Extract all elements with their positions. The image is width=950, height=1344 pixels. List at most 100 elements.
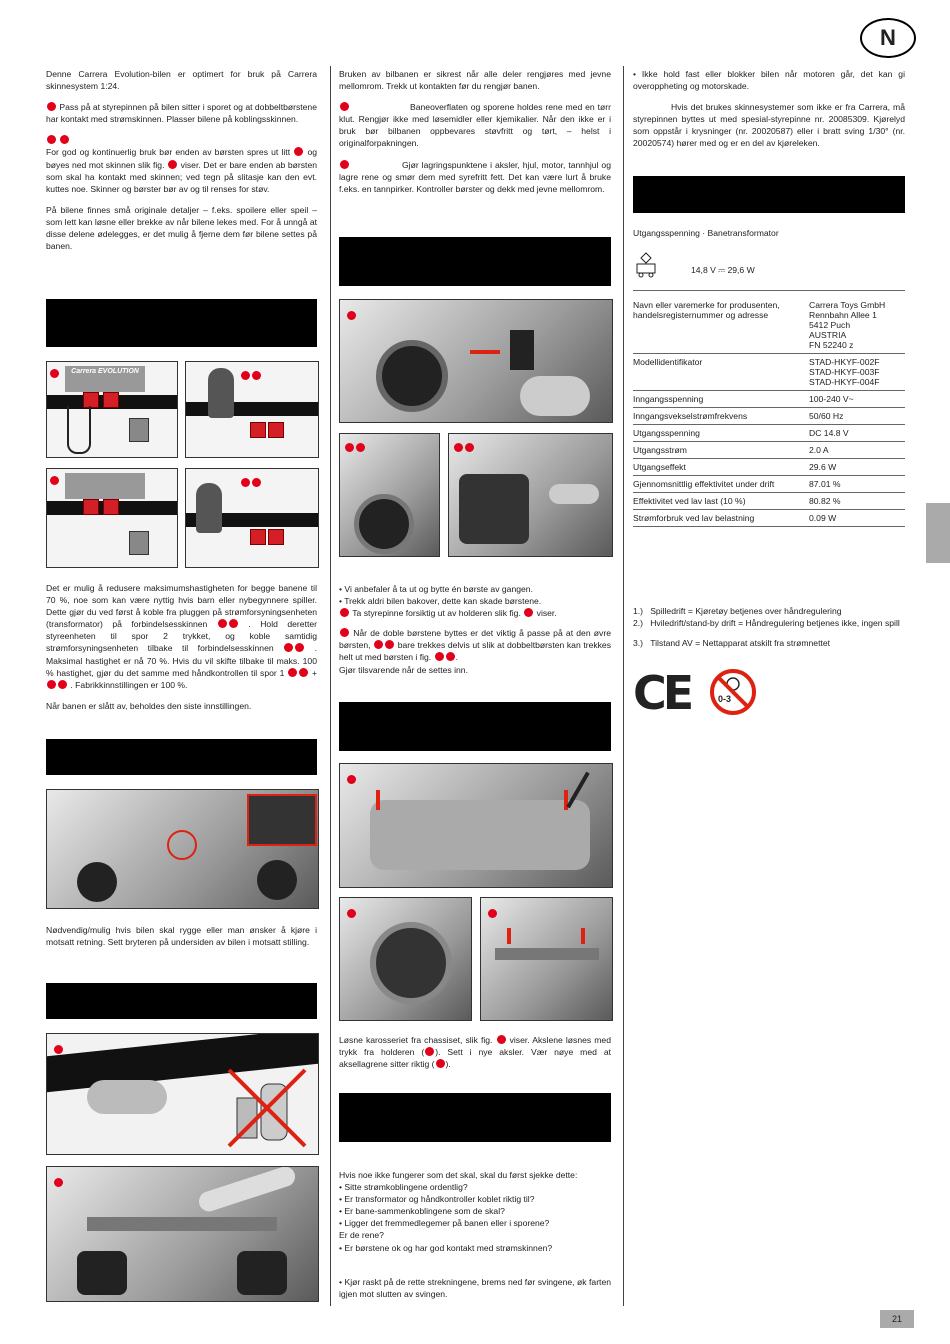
plug-icon [268,529,284,545]
wheel-icon [370,922,452,1004]
section-header-bar [339,702,611,751]
plug-icon [83,392,99,408]
troubleshooting-item: Er de rene? [339,1230,384,1241]
section-header-bar [46,299,317,347]
brush-text-c: viser. Det er bare enden ab børsten som … [46,159,317,194]
brush-bullet-2: • Trekk aldri bilen bakover, dette kan s… [339,596,542,607]
spec-row: Utgangsspenning DC 14.8 V [633,425,905,442]
brush-bullet-3-end: viser. [536,608,557,619]
figure-marker [53,1040,64,1058]
spec-key: Inngangsvekselstrømfrekvens [633,411,748,421]
figure-marker [346,306,357,324]
figure-reverse-switch [46,789,319,909]
spec-row: Inngangsspenning 100-240 V~ [633,391,905,408]
figure-marker [487,904,498,922]
spec-key: Utgangseffekt [633,462,686,472]
figure-markers [240,366,262,384]
cable-icon [67,406,91,454]
transformer-icon [636,252,656,278]
maintenance-intro: Bruken av bilbanen er sikrest når alle d… [339,69,611,92]
figure-guide-pin-removal [339,299,613,423]
page-number-box: 21 [880,1310,914,1328]
output-voltage-label: Utgangsspenning · Banetransformator [633,228,779,238]
lubrication-paragraph: Gjør lagringspunktene i aksler, hjul, mo… [339,159,611,195]
footnote-3: 3.) Tilstand AV = Nettapparat atskilt fr… [633,638,831,648]
figure-track-connection-4 [185,468,319,568]
maintenance-text: Bruken av bilbanen er sikrest når alle d… [339,68,611,204]
age-label: 0-3 [718,694,732,704]
troubleshooting-item: • Sitte strømkoblingene ordentlig? [339,1182,468,1193]
footnote-2: 2.) Hviledrift/stand-by drift = Håndregu… [633,618,900,628]
axle-text-d: ). [445,1059,451,1070]
spec-row: Effektivitet ved lav last (10 %)80.82 % [633,493,905,510]
spec-value-line: Rennbahn Allee 1 [809,310,877,320]
arrow-up-icon [376,790,380,810]
figure-markers [240,473,262,491]
spec-value: 0.09 W [809,510,905,526]
wheel-icon [354,494,414,554]
spec-value-line: 100-240 V~ [809,394,854,404]
troubleshooting-item: • Er bane-sammenkoblingene som de skal? [339,1206,505,1217]
axle-icon [495,948,599,960]
figure-markers [453,438,475,456]
figure-brush-1 [339,433,440,557]
spec-value-line: DC 14.8 V [809,428,849,438]
figure-track-cleaning [46,1033,319,1155]
wheel-icon [77,1251,127,1295]
spec-key: Navn eller varemerke for produsenten, ha… [633,300,780,320]
language-badge: N [860,18,916,58]
brush-text-b: og bøyes ned mot skinnen slik fig. [46,147,317,170]
spec-key: Effektivitet ved lav last (10 %) [633,496,746,506]
spec-key: Utgangsspenning [633,428,700,438]
section-header-bar [339,237,611,286]
foreign-track-text: Hvis det brukes skinnesystemer som ikke … [633,102,905,149]
footnotes: 1.) Spilledrift = Kjøretøy betjenes over… [633,605,923,649]
axle-text-b: viser. Akslene løsnes med trykk fra hold… [339,1035,611,1058]
plug-icon [250,529,266,545]
ce-mark: CE [633,666,694,720]
transformer-plug-icon [129,418,149,442]
side-tab [926,503,950,563]
troubleshooting-item: • Er transformator og håndkontroller kob… [339,1194,535,1205]
brush-double-paragraph: Når de doble børstene byttes er det vikt… [339,628,612,663]
plug-icon [268,422,284,438]
speed-text: Det er mulig å redusere maksimumshastigh… [46,582,317,721]
column-divider [623,66,624,1306]
hand-controller-icon [196,483,222,533]
evolution-logo-text: Carrera EVOLUTION [71,368,139,375]
spec-top-rule [633,290,905,291]
spec-value-line: AUSTRIA [809,330,847,340]
brush-replacement-text: • Vi anbefaler å ta ut og bytte én børst… [339,583,611,676]
spec-key: Inngangsspenning [633,394,704,404]
figure-lubrication [46,1166,319,1302]
guide-pin-icon [510,330,534,370]
spec-value-line: 87.01 % [809,479,841,489]
spec-value-line: 29.6 W [809,462,837,472]
brush-double-text-b: bare trekkes delvis ut slik at dobbeltbø… [339,640,612,663]
figure-marker [53,1173,64,1191]
hand-icon [549,484,599,504]
wheel-icon [237,1251,287,1295]
spec-value-line: STAD-HKYF-002F [809,357,880,367]
axle-text-a: Løsne karosseriet fra chassiset, slik fi… [339,1035,493,1045]
figure-axle-release [339,897,472,1021]
speed-text-c: . Maksimal hastighet er nå 70 %. Hvis du… [46,643,317,678]
chassis-icon [459,474,529,544]
arrow-icon [470,350,500,354]
step-marker [294,147,304,157]
brush-insert-note: Gjør tilsvarende når de settes inn. [339,664,468,675]
page-number: 21 [891,1314,902,1324]
intro-paragraph: Denne Carrera Evolution-bilen er optimer… [46,69,317,92]
figure-track-connection-2 [185,361,319,458]
spec-value: DC 14.8 V [809,425,905,441]
section-header-bar [339,1093,611,1142]
step-marker [47,135,56,145]
spec-value: 87.01 % [809,476,905,492]
spec-value-line: STAD-HKYF-003F [809,367,880,377]
brush-bullet-3-text: Ta styrepinne forsiktig ut av holderen s… [352,608,521,619]
figure-marker [346,770,357,788]
